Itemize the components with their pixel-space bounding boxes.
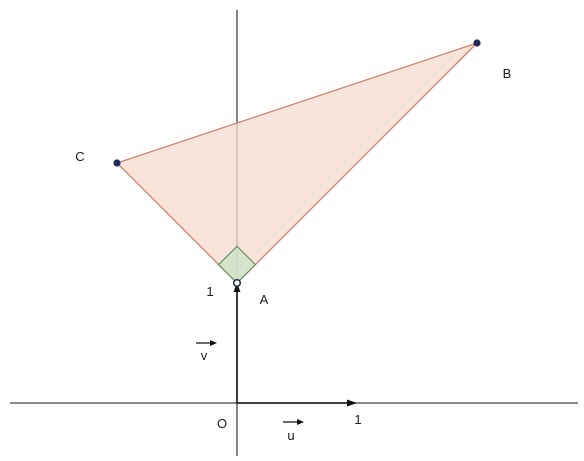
point-c	[113, 159, 121, 167]
vector-u-label: u	[287, 428, 294, 443]
point-b-label: B	[503, 66, 512, 81]
vector-v-overarrow-head	[210, 340, 217, 346]
right-angle-marker-at-a	[217, 245, 257, 284]
x-tick-label-1: 1	[354, 412, 361, 427]
point-a-label: A	[260, 292, 269, 307]
point-c-label: C	[75, 149, 84, 164]
unit-vector-i-arrowhead	[347, 399, 357, 407]
y-tick-label-1: 1	[206, 284, 213, 299]
vector-u-overarrow-head	[297, 419, 304, 425]
vector-v-label: v	[201, 348, 208, 363]
point-a	[232, 278, 242, 288]
point-b	[473, 39, 481, 47]
triangle-abc	[115, 42, 478, 284]
origin-label: O	[217, 416, 227, 431]
unit-vector-j-arrowhead	[233, 283, 241, 292]
